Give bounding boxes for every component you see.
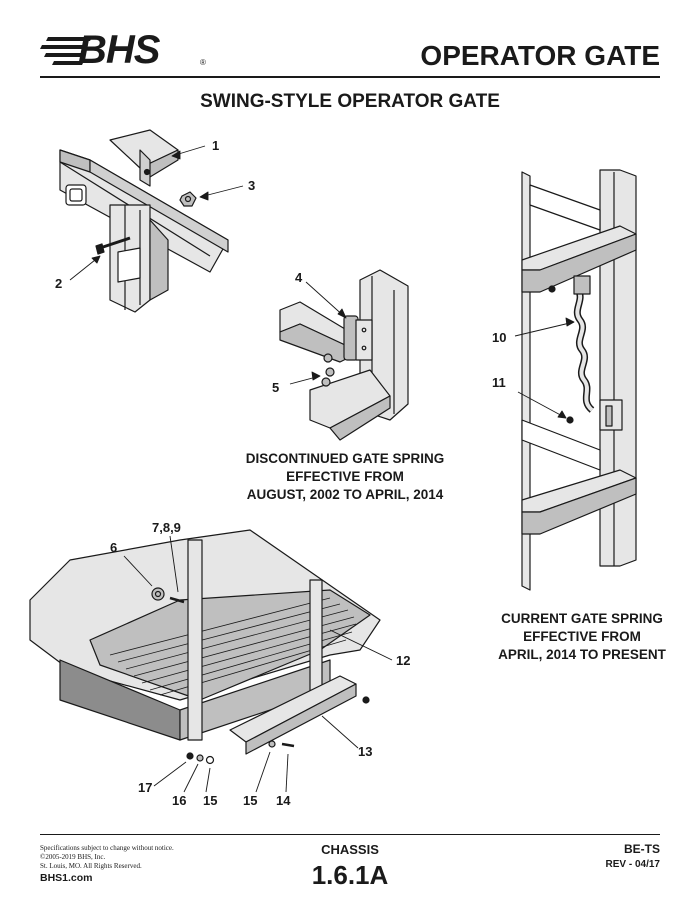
leader-lines-middle xyxy=(289,281,347,385)
callout-3: 3 xyxy=(248,178,256,193)
revision-label: REV - 04/17 xyxy=(605,859,660,870)
header-rule xyxy=(40,76,660,78)
discontinued-spring-assembly xyxy=(279,269,409,441)
discontinued-spring-note: DISCONTINUED GATE SPRING EFFECTIVE FROM … xyxy=(220,450,470,504)
note-line: EFFECTIVE FROM xyxy=(523,629,641,644)
footer-rule xyxy=(40,834,660,835)
section-label: CHASSIS xyxy=(321,842,379,857)
logo-speed-lines xyxy=(40,37,92,65)
callout-2: 2 xyxy=(55,276,63,291)
callout-11: 11 xyxy=(492,375,506,390)
fine-print-line: ©2005-2019 BHS, Inc. xyxy=(40,853,106,861)
callout-10: 10 xyxy=(492,330,507,345)
section-number: 1.6.1A xyxy=(311,860,389,890)
note-line: EFFECTIVE FROM xyxy=(286,469,404,484)
brand-logo-text: BHS xyxy=(78,28,160,72)
callout-15-right: 15 xyxy=(243,793,258,808)
note-line: DISCONTINUED GATE SPRING xyxy=(245,451,445,466)
registered-mark: ® xyxy=(200,58,206,67)
diagram-subtitle: SWING-STYLE OPERATOR GATE xyxy=(200,91,500,112)
document-id: BE-TS xyxy=(624,842,660,856)
callout-1: 1 xyxy=(212,138,220,153)
callout-5: 5 xyxy=(272,380,280,395)
callout-6: 6 xyxy=(110,540,118,555)
platform-assembly xyxy=(29,529,381,765)
website-link[interactable]: BHS1.com xyxy=(40,872,93,884)
leader-lines-right xyxy=(514,317,575,419)
note-line: AUGUST, 2002 TO APRIL, 2014 xyxy=(246,487,444,502)
fine-print-line: St. Louis, MO. All Rights Reserved. xyxy=(40,862,142,870)
current-spring-note: CURRENT GATE SPRING EFFECTIVE FROM APRIL… xyxy=(482,610,682,664)
fine-print-line: Specifications subject to change without… xyxy=(40,844,174,852)
current-spring-assembly xyxy=(521,169,637,591)
callout-12: 12 xyxy=(396,653,411,668)
callout-7-8-9: 7,8,9 xyxy=(152,520,181,535)
leader-lines-bottom xyxy=(123,535,393,793)
callout-15-left: 15 xyxy=(203,793,218,808)
callout-4: 4 xyxy=(295,270,303,285)
page-title: OPERATOR GATE xyxy=(420,40,660,71)
leader-lines-top-left xyxy=(69,145,244,281)
callout-17: 17 xyxy=(138,780,153,795)
note-line: APRIL, 2014 TO PRESENT xyxy=(498,647,666,662)
callout-16: 16 xyxy=(172,793,187,808)
note-line: CURRENT GATE SPRING xyxy=(501,611,663,626)
gate-bracket-assembly xyxy=(59,129,229,313)
callout-14: 14 xyxy=(276,793,291,808)
callout-13: 13 xyxy=(358,744,373,759)
